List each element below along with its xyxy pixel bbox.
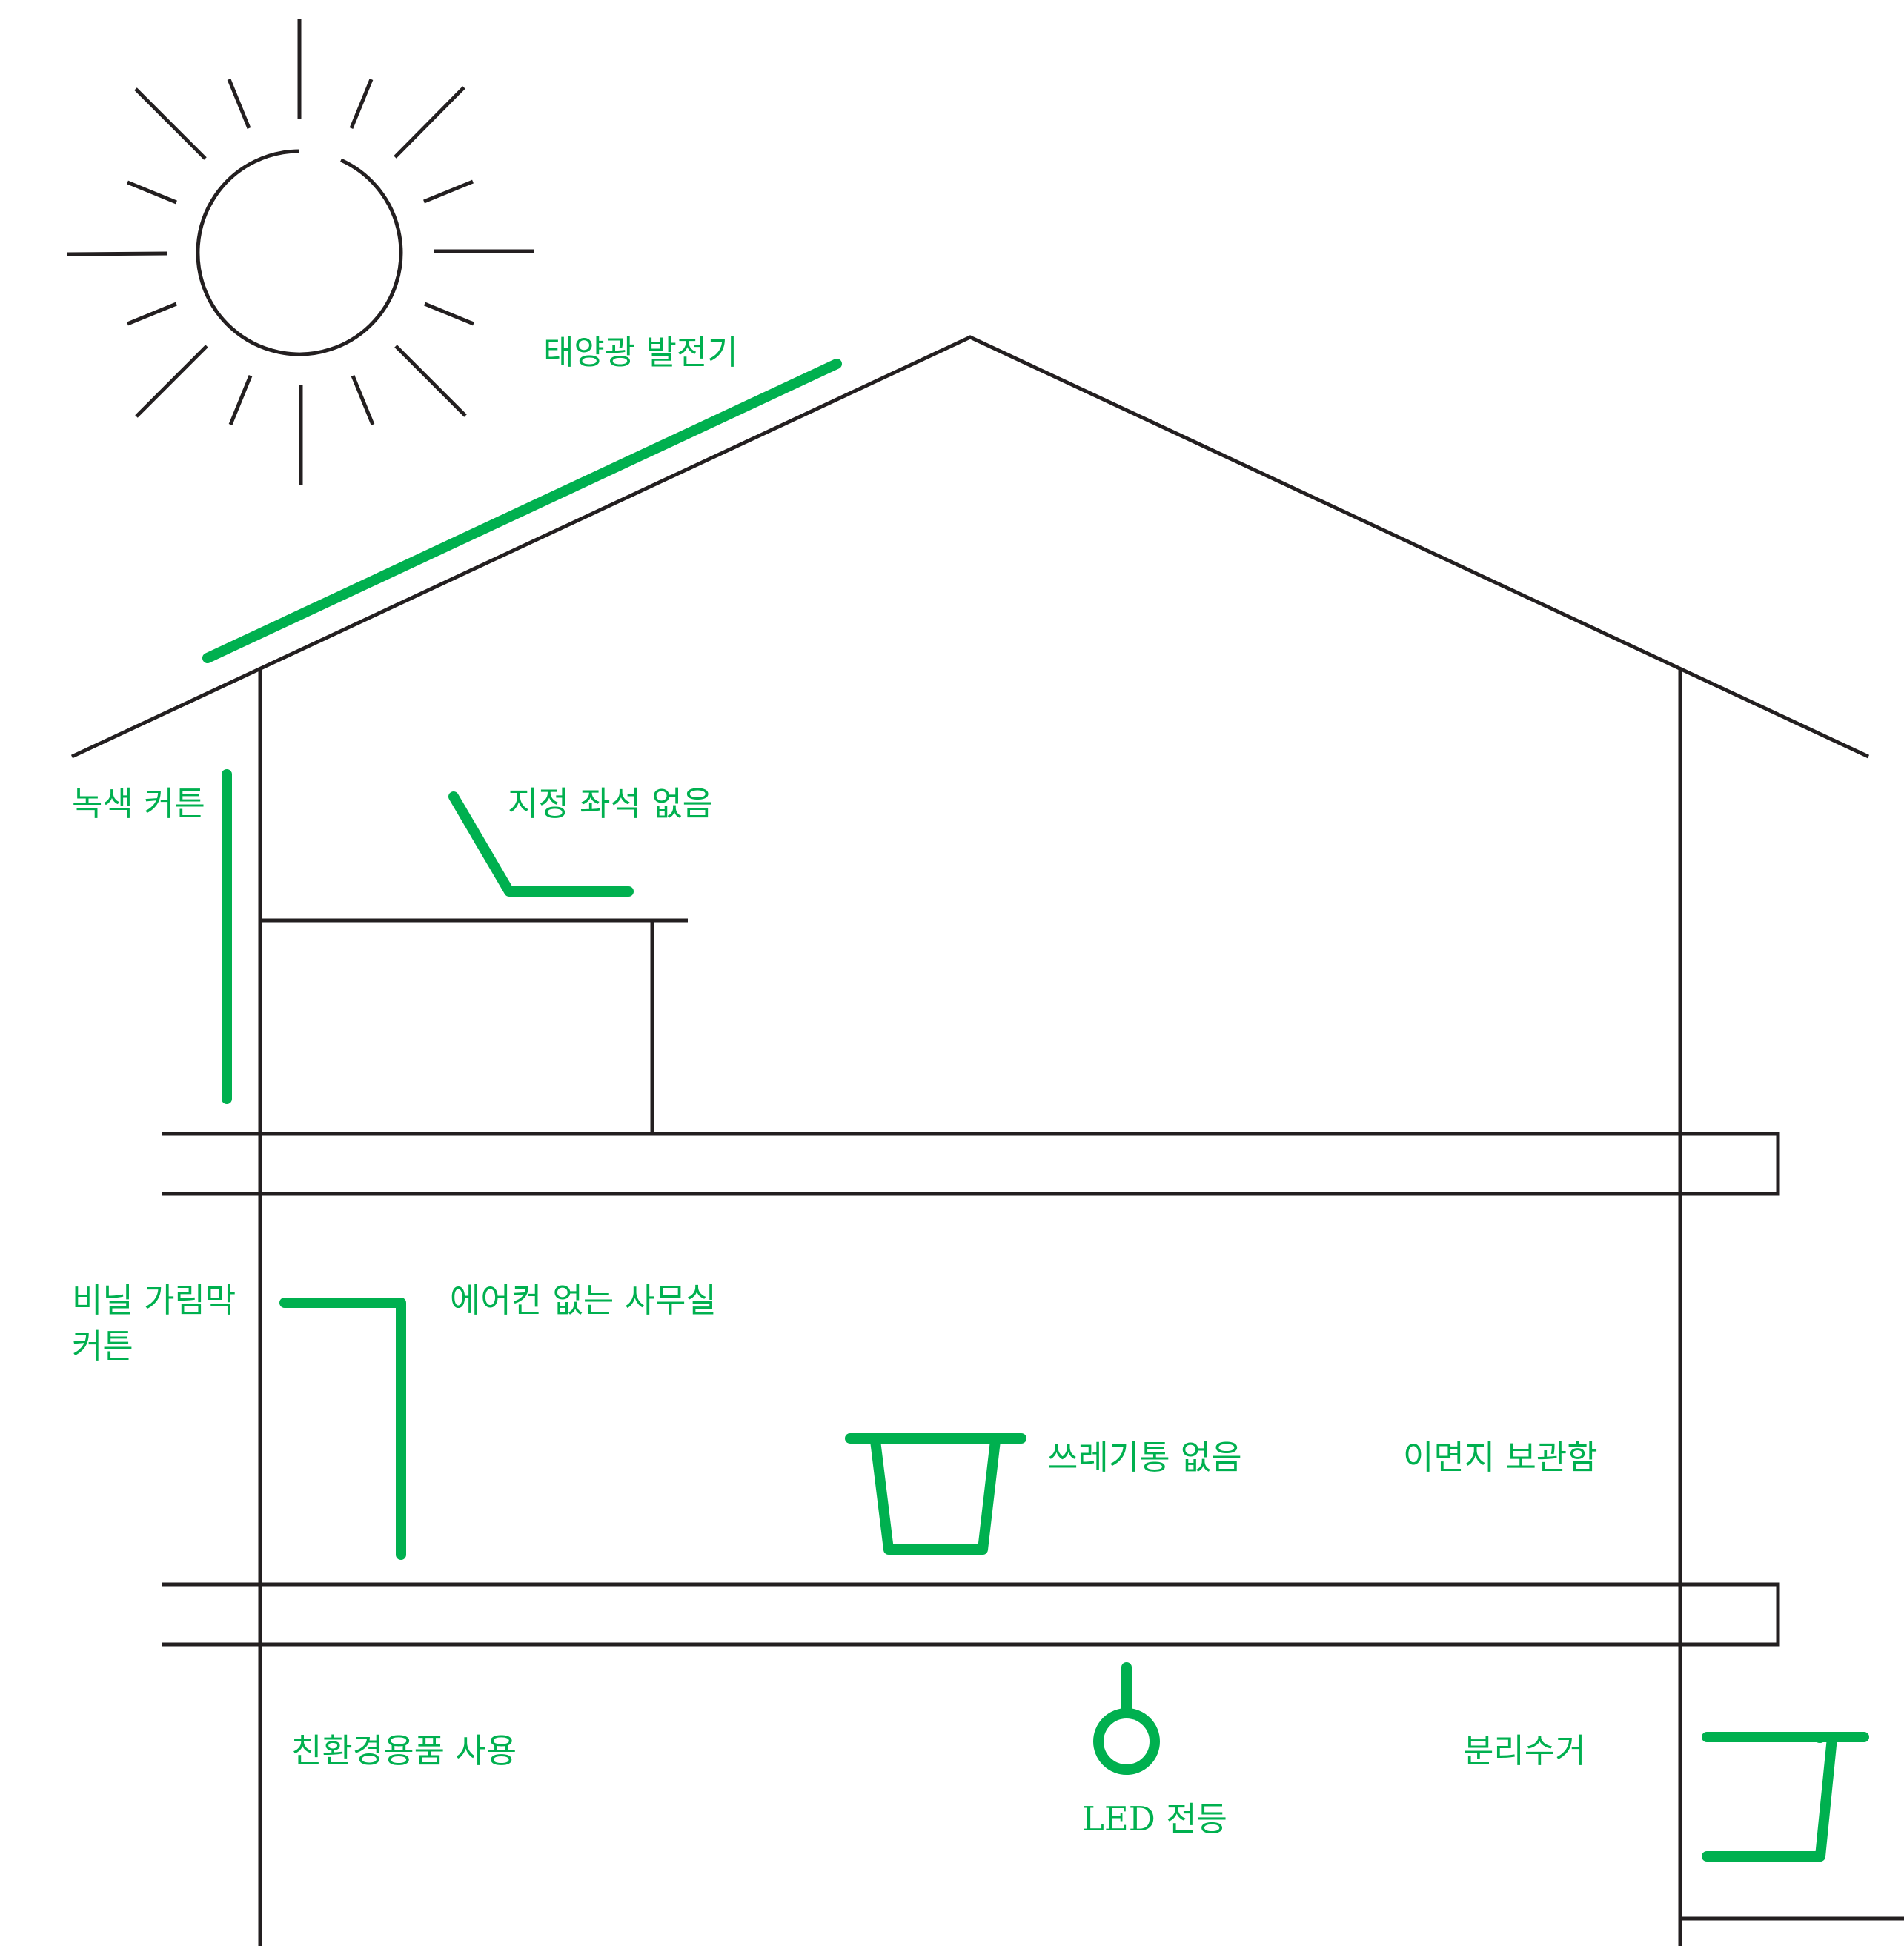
- trash-can-body: [870, 1435, 1001, 1555]
- label-vinyl-curtain-line1: 비닐 가림막: [72, 1281, 236, 1320]
- label-eco-products: 친환경용품 사용: [291, 1731, 517, 1770]
- label-solar-panel: 태양광 발전기: [543, 333, 738, 372]
- label-no-aircon-office: 에어컨 없는 사무실: [450, 1281, 717, 1320]
- house-structure: [70, 335, 1904, 1946]
- recycle-bin-body: [1702, 1733, 1837, 1862]
- roof: [70, 335, 1870, 759]
- chair-icon: [448, 791, 634, 897]
- label-green-curtain: 녹색 커튼: [72, 784, 205, 823]
- label-led-light: LED 전등: [1082, 1799, 1227, 1839]
- led-lamp-icon: [1093, 1708, 1160, 1775]
- recycle-bin-icon: [1702, 1732, 1869, 1743]
- label-scrap-paper-box: 이면지 보관함: [1403, 1438, 1598, 1477]
- floor-slab-lower: [162, 1582, 1780, 1647]
- sun-icon: [67, 19, 534, 485]
- label-vinyl-curtain-line2: 커튼: [72, 1326, 133, 1366]
- label-no-assigned-seat: 지정 좌석 없음: [508, 784, 713, 823]
- vinyl-curtain-icon: [279, 1298, 406, 1560]
- floor-slab-upper: [162, 1132, 1780, 1196]
- solar-panel-icon: [202, 359, 842, 663]
- label-no-trash-can: 쓰레기통 없음: [1047, 1438, 1242, 1477]
- label-recycling: 분리수거: [1463, 1731, 1586, 1770]
